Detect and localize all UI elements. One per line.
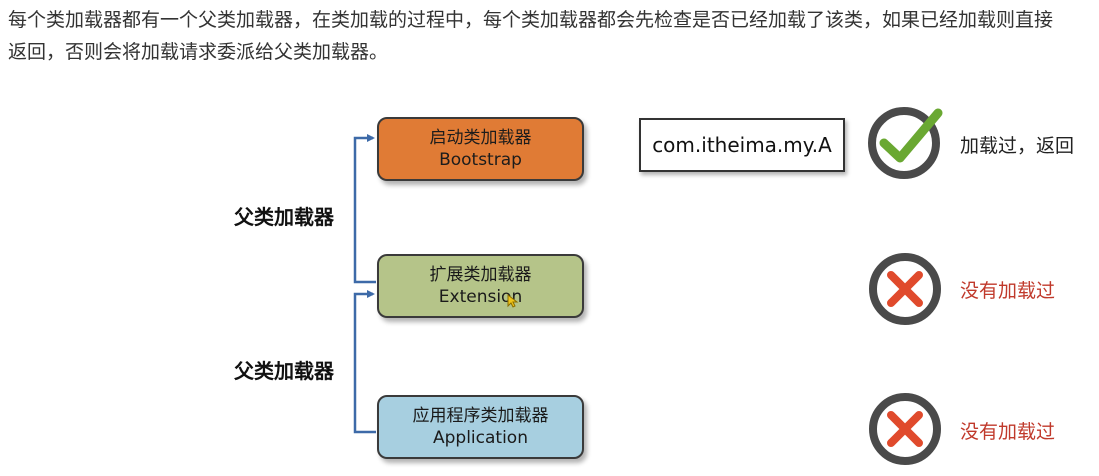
intro-text: 每个类加载器都有一个父类加载器，在类加载的过程中，每个类加载器都会先检查是否已经… <box>8 9 1054 63</box>
status-not-loaded-text: 没有加载过 <box>960 280 1056 302</box>
loader-name-cn: 应用程序类加载器 <box>412 406 549 426</box>
loader-name-cn: 扩展类加载器 <box>429 265 532 285</box>
check-icon <box>868 107 943 179</box>
cross-icon <box>869 393 941 465</box>
loader-name-en: Application <box>433 428 528 448</box>
extension-loader-box: 扩展类加载器 Extension <box>377 254 584 318</box>
parent-loader-label: 父类加载器 <box>234 205 334 229</box>
parent-loader-label: 父类加载器 <box>234 359 334 383</box>
cross-icon <box>869 253 941 325</box>
class-name-box: com.itheima.my.A <box>639 118 845 172</box>
loader-name-en: Extension <box>438 287 523 307</box>
status-loaded-text: 加载过，返回 <box>960 135 1075 157</box>
bootstrap-loader-box: 启动类加载器 Bootstrap <box>377 117 584 181</box>
status-not-loaded-text: 没有加载过 <box>960 421 1056 443</box>
application-loader-box: 应用程序类加载器 Application <box>377 395 584 459</box>
loader-name-cn: 启动类加载器 <box>429 128 532 148</box>
arrow-extension-to-bootstrap <box>353 134 376 284</box>
loader-name-en: Bootstrap <box>439 150 522 170</box>
arrow-application-to-extension <box>353 290 376 434</box>
mouse-cursor-icon <box>507 294 519 308</box>
